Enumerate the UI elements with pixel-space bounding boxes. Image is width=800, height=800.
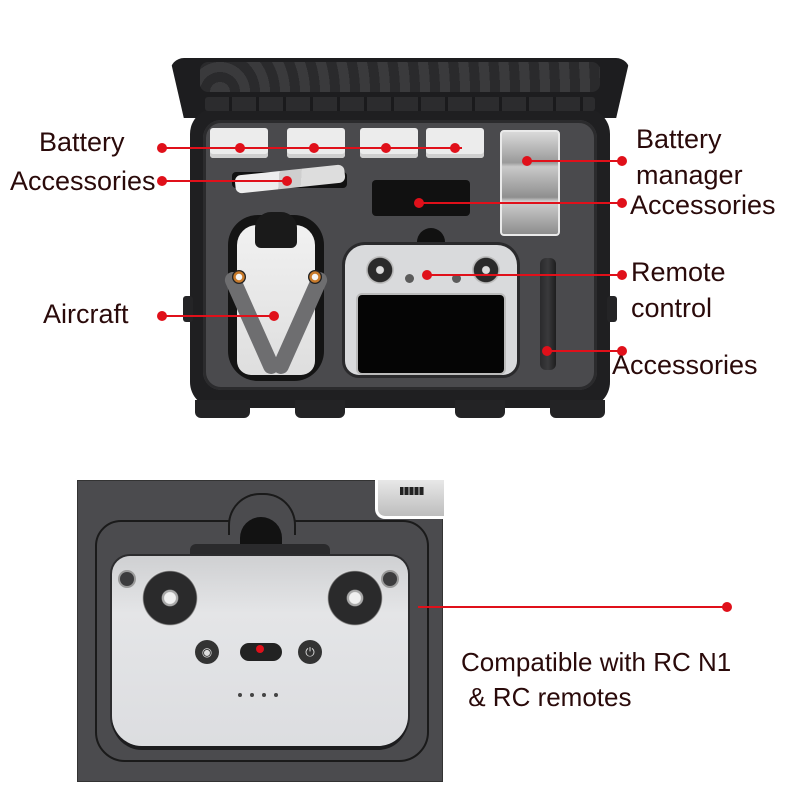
callout-line-battery-manager [527,160,622,162]
label-remote-line1: Remote [631,257,726,287]
caption-compatible-line1: Compatible with RC N1 [461,647,732,677]
rc-n1-right-stick [327,570,383,626]
rc-button-left [405,274,414,283]
case-hinge [205,97,595,111]
label-battery-manager-line2: manager [636,160,743,190]
callout-dot [617,198,627,208]
callout-dot [617,156,627,166]
callout-dot [422,270,432,280]
callout-dot [381,143,391,153]
rc-screen [358,295,504,373]
rc-n1-left-stick [142,570,198,626]
battery-led-3 [262,693,266,697]
battery-manager [500,130,560,236]
label-accessories-cable: Accessories [630,190,776,220]
lid-egg-foam [200,62,600,92]
label-remote-line2: control [631,293,713,323]
battery-led-4 [274,693,278,697]
battery-manager-pins [400,487,424,495]
callout-line-aircraft [162,315,274,317]
callout-dot [269,311,279,321]
label-aircraft: Aircraft [43,299,129,329]
callout-dot [722,602,732,612]
rc-custom-button [383,572,397,586]
callout-dot [522,156,532,166]
callout-dot [309,143,319,153]
case-side-latch-left [183,296,193,322]
callout-line-accessories-right [547,350,622,352]
rc-fn-button [120,572,134,586]
aircraft-motor-right [308,270,322,284]
callout-dot [157,143,167,153]
rc-right-stick [472,256,500,284]
battery-led-1 [238,693,242,697]
callout-line-remote-control [427,274,622,276]
case-side-latch-right [607,296,617,322]
callout-dot [282,176,292,186]
callout-line-compatible [418,606,726,608]
power-button: ⏻ [298,640,322,664]
callout-dot [450,143,460,153]
battery-led-2 [250,693,254,697]
flight-mode-indicator [256,645,264,653]
rc-button-right [452,274,461,283]
callout-dot [157,311,167,321]
power-icon: ⏻ [305,645,315,659]
rc-thumb-cutout [417,228,445,248]
camera-icon: ◉ [201,645,213,659]
case-feet [195,400,605,422]
caption-compatible-line2: & RC remotes [461,682,632,712]
callout-dot [542,346,552,356]
photo-video-button: ◉ [195,640,219,664]
label-battery-manager-line1: Battery [636,124,722,154]
label-accessories-right: Accessories [612,350,758,380]
callout-dot [617,270,627,280]
callout-dot [235,143,245,153]
callout-dot [157,176,167,186]
callout-line-accessories-left [162,180,290,182]
callout-dot [617,346,627,356]
battery-manager-corner [375,480,444,519]
rc-left-stick [366,256,394,284]
callout-dot [414,198,424,208]
aircraft-motor-left [232,270,246,284]
label-accessories-left: Accessories [10,166,156,196]
aircraft-gimbal [255,212,297,248]
label-battery: Battery [39,127,125,157]
callout-line-accessories-cable [419,202,622,204]
stick-accessory [540,258,556,370]
